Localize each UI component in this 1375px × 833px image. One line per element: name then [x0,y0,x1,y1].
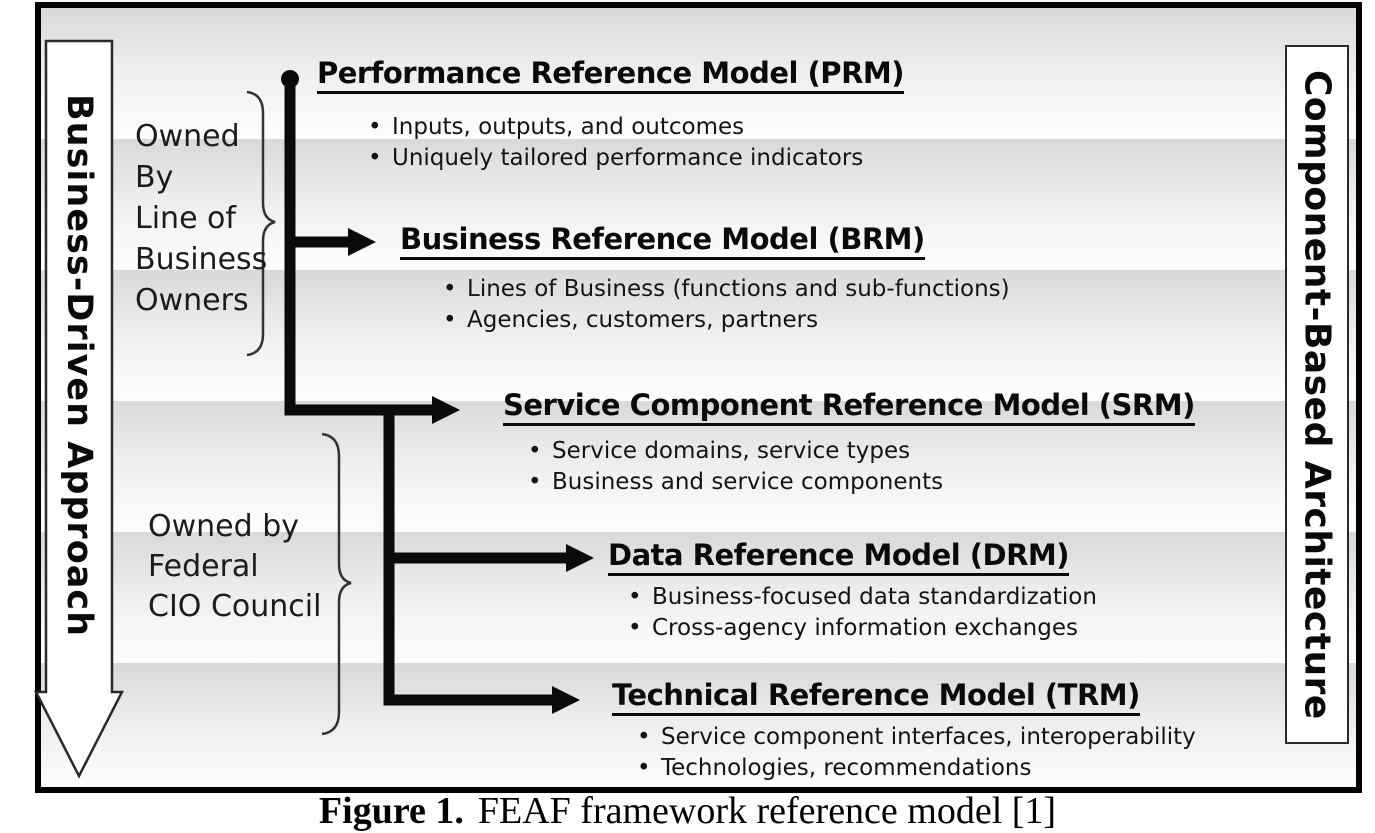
bullet-text: Business-focused data standardization [652,584,1097,610]
prm-title: Performance Reference Model (PRM) [317,56,905,94]
brm-bullets: • Lines of Business (functions and sub-f… [443,274,1010,336]
bullet-text: Service domains, service types [552,438,911,464]
figure-caption-label: Figure 1. [318,790,464,832]
bullet-item: • Service component interfaces, interope… [637,722,1196,753]
bullet-icon: • [528,469,542,495]
arrowhead-brm-icon [348,228,376,256]
figure-caption: Figure 1. FEAF framework reference model … [0,789,1375,833]
bullet-icon: • [628,615,642,641]
bullet-item: • Uniquely tailored performance indicato… [368,143,863,174]
bullet-text: Business and service components [552,469,944,495]
bullet-item: • Cross-agency information exchanges [628,613,1097,644]
brm-title: Business Reference Model (BRM) [400,222,925,260]
bullet-item: • Business-focused data standardization [628,582,1097,613]
brace-business-owners-icon [246,90,276,357]
bullet-text: Uniquely tailored performance indicators [392,145,864,171]
bullet-icon: • [628,584,642,610]
figure-stage: Business-Driven Approach Component-Based… [33,2,1362,832]
figure-frame [35,2,1362,793]
bullet-text: Agencies, customers, partners [467,307,819,333]
owned-by-cio-council-label: Owned by Federal CIO Council [148,509,322,624]
owned-by-business-owners-label: Owned By Line of Business Owners [135,119,268,318]
bullet-icon: • [443,276,457,302]
prm-bullets: • Inputs, outputs, and outcomes • Unique… [368,112,863,174]
bullet-item: • Service domains, service types [528,436,943,467]
bullet-item: • Business and service components [528,467,943,498]
bullet-item: • Agencies, customers, partners [443,305,1010,336]
arrowhead-trm-icon [552,686,580,714]
bullet-item: • Lines of Business (functions and sub-f… [443,274,1010,305]
right-banner-label: Component-Based Architecture [1296,69,1338,720]
trm-title: Technical Reference Model (TRM) [612,678,1140,716]
bullet-text: Lines of Business (functions and sub-fun… [467,276,1010,302]
brace-cio-council-icon [321,432,352,736]
diagram-graphics [33,39,594,779]
srm-title: Service Component Reference Model (SRM) [503,388,1195,426]
tree-lower-trunk-line [383,404,552,706]
arrowhead-srm-icon [432,396,460,424]
bullet-text: Service component interfaces, interopera… [661,724,1196,750]
bullet-item: • Technologies, recommendations [637,753,1196,784]
bullet-item: • Inputs, outputs, and outcomes [368,112,863,143]
srm-bullets: • Service domains, service types • Busin… [528,436,943,498]
bullet-icon: • [637,724,651,750]
trm-bullets: • Service component interfaces, interope… [637,722,1196,784]
bullet-icon: • [528,438,542,464]
arrowhead-drm-icon [566,544,594,572]
bullet-icon: • [368,145,382,171]
figure-caption-text: FEAF framework reference model [1] [477,790,1057,832]
down-arrow-banner-icon [33,39,125,779]
bullet-text: Inputs, outputs, and outcomes [392,114,745,140]
bullet-icon: • [443,307,457,333]
left-banner-label: Business-Driven Approach [59,94,99,638]
bullet-icon: • [637,755,651,781]
right-banner: Component-Based Architecture [1285,45,1349,744]
drm-bullets: • Business-focused data standardization … [628,582,1097,644]
bullet-text: Cross-agency information exchanges [652,615,1078,641]
bullet-icon: • [368,114,382,140]
bullet-text: Technologies, recommendations [661,755,1032,781]
drm-title: Data Reference Model (DRM) [608,538,1070,576]
